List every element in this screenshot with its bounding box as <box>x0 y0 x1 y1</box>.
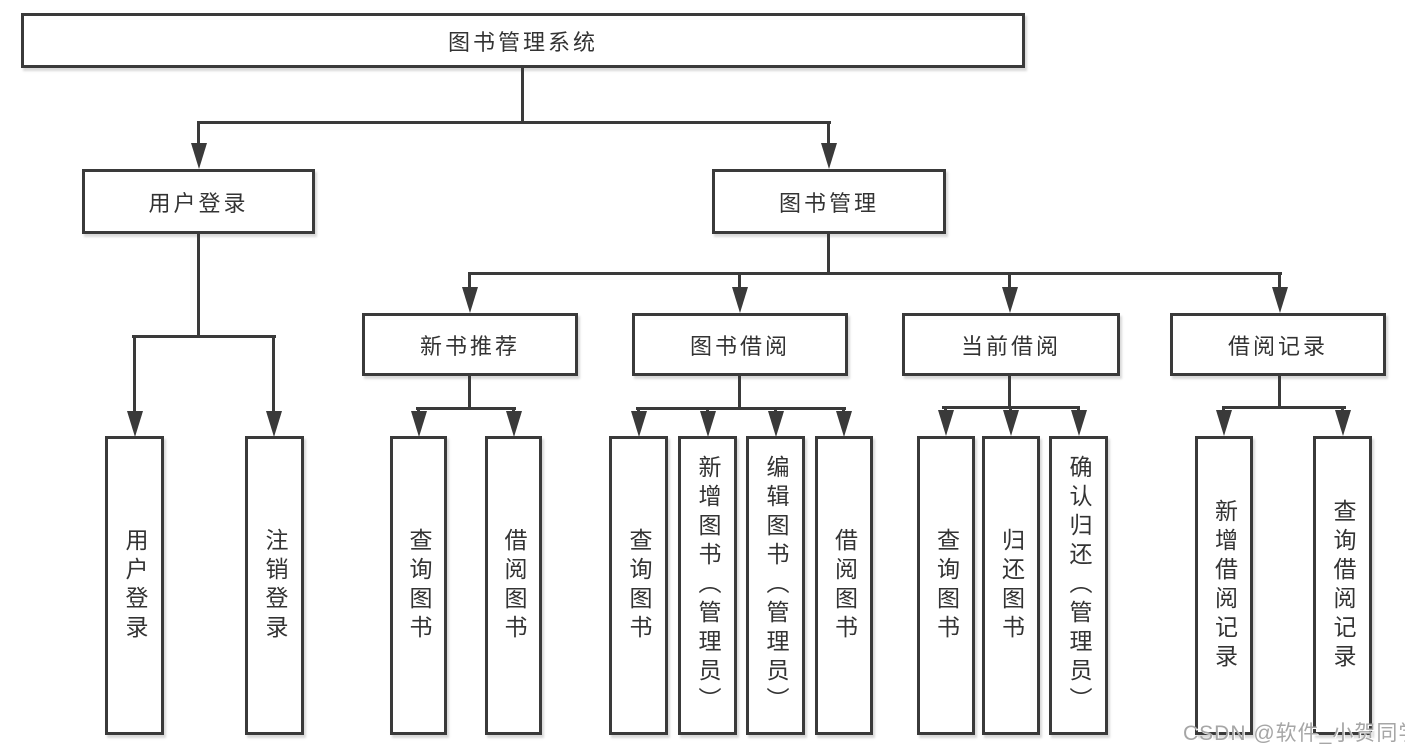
leaf-query-books-current: 查询图书 <box>917 436 975 735</box>
arrow-new-book-leaf-2 <box>512 409 515 411</box>
leaf-add-borrow-record-label: 新增借阅记录 <box>1211 498 1238 673</box>
arrow-current-leaf-3 <box>1077 408 1080 410</box>
connector-new-book-bar <box>416 407 516 410</box>
arrow-current-leaf-2 <box>1009 408 1012 410</box>
connector-user-login-stem <box>197 232 200 337</box>
arrow-to-borrow-records <box>1278 274 1281 287</box>
arrow-borrow-leaf-1 <box>637 409 640 411</box>
arrow-records-leaf-1 <box>1222 408 1225 410</box>
leaf-user-login: 用户登录 <box>105 436 164 735</box>
leaf-add-books-admin-label: 新增图书（管理员） <box>695 455 721 716</box>
connector-book-mgmt-bar <box>468 272 1282 275</box>
connector-new-book-stem <box>468 374 471 409</box>
connector-current-borrow-stem <box>1008 374 1011 408</box>
connector-book-borrow-bar <box>636 407 846 410</box>
connector-records-bar <box>1222 406 1346 409</box>
leaf-borrow-books: 借阅图书 <box>815 436 873 735</box>
arrow-to-book-management <box>827 121 830 143</box>
connector-records-stem <box>1278 374 1281 408</box>
leaf-confirm-return-admin: 确认归还（管理员） <box>1049 436 1108 735</box>
leaf-query-borrow-record: 查询借阅记录 <box>1313 436 1372 735</box>
leaf-query-books-borrow-label: 查询图书 <box>626 527 652 644</box>
arrow-new-book-leaf-1 <box>417 409 420 411</box>
node-book-borrow-label: 图书借阅 <box>689 333 790 359</box>
arrow-to-current-borrow <box>1008 274 1011 287</box>
leaf-edit-books-admin: 编辑图书（管理员） <box>746 436 805 735</box>
arrow-borrow-leaf-4 <box>842 409 845 411</box>
leaf-logout-label: 注销登录 <box>262 527 288 644</box>
arrow-to-user-login <box>197 121 200 143</box>
node-borrow-records: 借阅记录 <box>1170 313 1386 376</box>
leaf-query-books-current-label: 查询图书 <box>933 527 960 644</box>
node-new-book-recommend: 新书推荐 <box>362 313 578 376</box>
node-user-login-label: 用户登录 <box>148 190 249 216</box>
root-node-library-system: 图书管理系统 <box>21 13 1025 68</box>
root-node-label: 图书管理系统 <box>447 29 598 55</box>
node-book-borrow: 图书借阅 <box>632 313 848 376</box>
leaf-query-books-borrow: 查询图书 <box>609 436 668 735</box>
node-book-management-label: 图书管理 <box>778 190 879 216</box>
connector-user-login-bar <box>132 335 276 338</box>
leaf-add-books-admin: 新增图书（管理员） <box>678 436 737 735</box>
leaf-return-books-label: 归还图书 <box>998 527 1025 644</box>
node-current-borrow-label: 当前借阅 <box>960 333 1061 359</box>
arrow-to-leaf-logout <box>272 337 275 411</box>
arrow-borrow-leaf-3 <box>774 409 777 411</box>
leaf-edit-books-admin-label: 编辑图书（管理员） <box>763 455 789 716</box>
leaf-return-books: 归还图书 <box>982 436 1040 735</box>
arrow-borrow-leaf-2 <box>706 409 709 411</box>
arrow-records-leaf-2 <box>1341 408 1344 410</box>
leaf-borrow-books-recommend-label: 借阅图书 <box>501 527 527 644</box>
arrow-to-new-book-recommend <box>468 274 471 287</box>
node-borrow-records-label: 借阅记录 <box>1227 333 1328 359</box>
connector-root-stem <box>521 68 524 123</box>
connector-book-borrow-stem <box>738 374 741 409</box>
node-new-book-recommend-label: 新书推荐 <box>419 333 520 359</box>
leaf-query-borrow-record-label: 查询借阅记录 <box>1330 498 1356 673</box>
leaf-query-books-recommend: 查询图书 <box>390 436 447 735</box>
leaf-query-books-recommend-label: 查询图书 <box>406 527 432 644</box>
arrow-to-book-borrow <box>738 274 741 287</box>
arrow-current-leaf-1 <box>944 408 947 410</box>
csdn-watermark: CSDN @软件_小贺同学 <box>1183 722 1405 745</box>
leaf-borrow-books-label: 借阅图书 <box>831 527 858 644</box>
leaf-borrow-books-recommend: 借阅图书 <box>485 436 542 735</box>
node-current-borrow: 当前借阅 <box>902 313 1120 376</box>
leaf-user-login-label: 用户登录 <box>122 527 148 644</box>
arrow-to-leaf-login <box>133 337 136 411</box>
node-book-management: 图书管理 <box>712 169 946 234</box>
node-user-login: 用户登录 <box>82 169 315 234</box>
leaf-logout: 注销登录 <box>245 436 304 735</box>
leaf-add-borrow-record: 新增借阅记录 <box>1195 436 1253 735</box>
connector-book-mgmt-stem <box>827 232 830 274</box>
leaf-confirm-return-admin-label: 确认归还（管理员） <box>1066 455 1092 716</box>
connector-root-bar <box>197 121 831 124</box>
